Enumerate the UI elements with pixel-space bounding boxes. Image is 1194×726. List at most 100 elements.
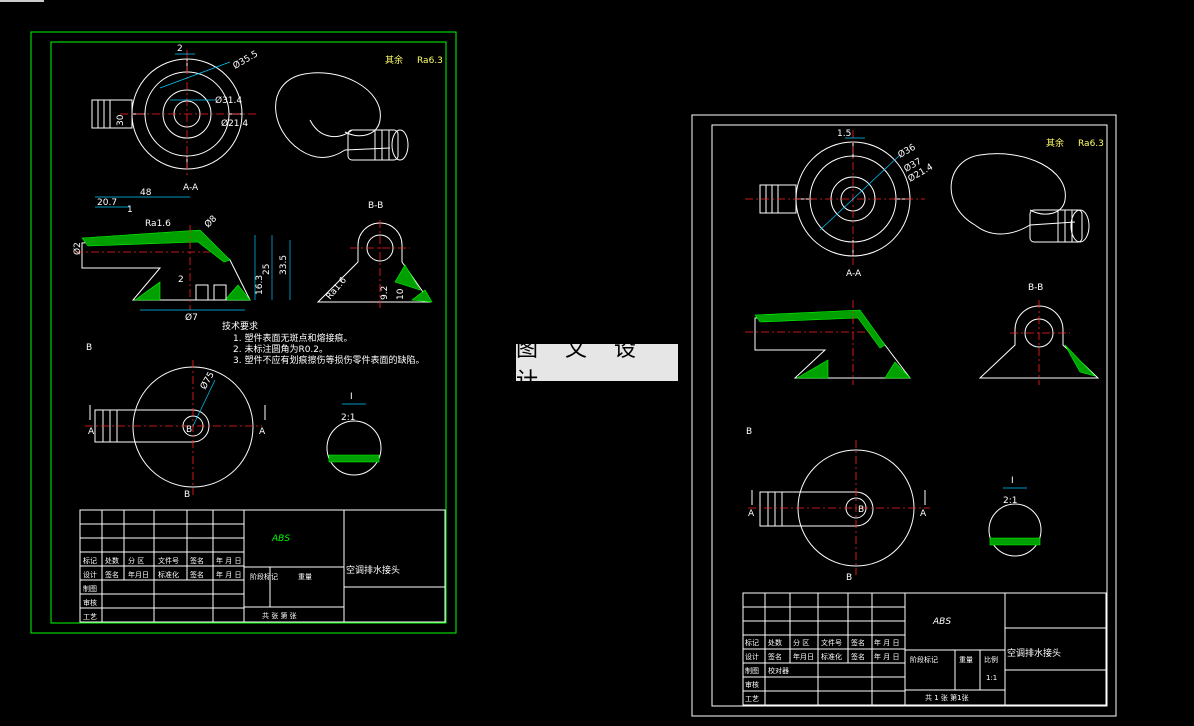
view-b-label-top-2: B: [746, 427, 752, 437]
svg-text:1: 1: [127, 205, 133, 215]
view-b-center-label-2: B: [858, 505, 864, 515]
svg-text:审核: 审核: [745, 680, 759, 689]
svg-text:48: 48: [140, 188, 152, 198]
svg-text:文件号: 文件号: [821, 638, 842, 647]
svg-text:年 月 日: 年 月 日: [216, 556, 241, 565]
sheet-1[interactable]: 其余 Ra6.3 2 Ø35.5 Ø31.4 30 Ø21.4: [30, 31, 457, 634]
section-aa-view[interactable]: 48 20.7 1 Ra1.6 Ø2 Ø8 2 25 33.5 16.3 Ø7: [72, 188, 291, 323]
svg-text:年 月 日: 年 月 日: [874, 652, 899, 661]
view-a-label-right-2: A: [920, 509, 927, 519]
section-bb-label: B-B: [368, 201, 383, 211]
svg-text:年 月 日: 年 月 日: [216, 570, 241, 579]
isometric-view[interactable]: [275, 72, 409, 161]
svg-text:签名: 签名: [851, 638, 865, 647]
svg-text:制图: 制图: [83, 584, 97, 593]
svg-text:9.2: 9.2: [380, 286, 390, 300]
svg-text:10: 10: [396, 288, 406, 300]
svg-text:2. 未标注圆角为R0.2。: 2. 未标注圆角为R0.2。: [233, 343, 328, 355]
svg-text:标准化: 标准化: [158, 570, 179, 579]
svg-text:Ra1.6: Ra1.6: [325, 275, 349, 301]
svg-text:共 张 第 张: 共 张 第 张: [262, 611, 297, 620]
svg-text:年 月 日: 年 月 日: [874, 638, 899, 647]
sheet-1-outer-frame: [30, 31, 457, 634]
svg-text:2: 2: [177, 44, 183, 54]
svg-text:技术要求: 技术要求: [222, 320, 258, 332]
svg-text:工艺: 工艺: [745, 695, 759, 703]
svg-text:ABS: ABS: [932, 617, 951, 627]
roughness-value: Ra6.3: [417, 56, 443, 66]
section-aa-view-2[interactable]: [745, 300, 912, 385]
svg-text:签名: 签名: [105, 570, 119, 579]
svg-text:签名: 签名: [768, 652, 782, 661]
svg-text:空调排水接头: 空调排水接头: [346, 564, 400, 576]
svg-text:1. 塑件表面无斑点和熔接痕。: 1. 塑件表面无斑点和熔接痕。: [233, 332, 352, 344]
roughness-label-2: 其余: [1046, 137, 1064, 149]
bottom-view-2[interactable]: [748, 440, 930, 575]
title-block-2: ABS 空调排水接头 标记 处数 分 区 文件号 签名 年 月 日 设计 签名 …: [742, 592, 1107, 706]
svg-text:审核: 审核: [83, 598, 97, 607]
view-a-label-left-2: A: [748, 509, 755, 519]
svg-text:I: I: [350, 392, 353, 402]
section-bb-view-2[interactable]: [978, 300, 1100, 385]
title-block-1: ABS 空调排水接头 标记 处数 分 区 文件号 签名 年 月 日 设计 签名 …: [79, 509, 446, 623]
sheet-2[interactable]: 其余 Ra6.3 1.5 Ø36 Ø37 Ø21.4 A-A: [691, 114, 1117, 717]
svg-text:阶段标记: 阶段标记: [250, 572, 278, 581]
svg-text:30: 30: [116, 114, 126, 126]
svg-text:2: 2: [178, 275, 184, 285]
svg-text:文件号: 文件号: [158, 556, 179, 565]
svg-text:Ø2: Ø2: [72, 242, 83, 255]
technical-requirements: 技术要求 1. 塑件表面无斑点和熔接痕。 2. 未标注圆角为R0.2。 3. 塑…: [222, 320, 424, 366]
section-aa-label-2: A-A: [846, 269, 862, 279]
svg-text:1.5: 1.5: [837, 129, 851, 139]
svg-text:2:1: 2:1: [341, 413, 355, 423]
detail-i[interactable]: I 2:1: [326, 392, 382, 476]
top-view-2[interactable]: 1.5 Ø36 Ø37 Ø21.4: [745, 129, 935, 265]
svg-text:校对器: 校对器: [768, 666, 789, 675]
svg-text:标记: 标记: [83, 556, 97, 565]
svg-text:设计: 设计: [83, 570, 97, 579]
svg-text:签名: 签名: [190, 570, 204, 579]
section-aa-label: A-A: [183, 183, 199, 193]
svg-text:处数: 处数: [105, 556, 119, 565]
svg-text:Ø21.4: Ø21.4: [221, 118, 248, 129]
view-b-label-bottom: B: [184, 490, 190, 500]
svg-text:2:1: 2:1: [1003, 496, 1017, 506]
svg-text:阶段标记: 阶段标记: [910, 655, 938, 664]
svg-text:3. 塑件不应有划痕擦伤等损伤零件表面的缺陷。: 3. 塑件不应有划痕擦伤等损伤零件表面的缺陷。: [233, 354, 424, 366]
svg-text:分 区: 分 区: [128, 556, 144, 565]
watermark-label: 图 文 设 计: [516, 337, 678, 394]
view-b-label-top: B: [86, 343, 92, 353]
svg-text:Ra1.6: Ra1.6: [145, 219, 171, 229]
svg-text:Ø7: Ø7: [185, 312, 198, 323]
sheet-1-inner-frame: [50, 41, 447, 624]
svg-text:共 1 张 第1张: 共 1 张 第1张: [925, 693, 969, 702]
view-a-label-left: A: [88, 427, 95, 437]
svg-text:16.3: 16.3: [255, 275, 265, 295]
svg-text:标记: 标记: [745, 638, 759, 647]
isometric-view-2[interactable]: [950, 153, 1090, 243]
svg-text:设计: 设计: [745, 652, 759, 661]
svg-text:Ø35.5: Ø35.5: [231, 49, 260, 72]
top-view[interactable]: 2 Ø35.5 Ø31.4 30 Ø21.4: [91, 44, 260, 178]
svg-text:分 区: 分 区: [793, 638, 809, 647]
sheet-2-outer-frame: [691, 114, 1117, 717]
bottom-view[interactable]: Ø75: [85, 360, 266, 495]
svg-text:空调排水接头: 空调排水接头: [1007, 647, 1061, 659]
svg-text:标准化: 标准化: [821, 652, 842, 661]
section-bb-view[interactable]: Ra1.6 9.2 10: [316, 220, 433, 310]
svg-text:年月日: 年月日: [128, 570, 149, 579]
view-b-label-bottom-2: B: [846, 573, 852, 583]
svg-text:I: I: [1011, 476, 1014, 486]
svg-text:重量: 重量: [298, 573, 312, 581]
svg-text:处数: 处数: [768, 638, 782, 647]
svg-text:签名: 签名: [851, 652, 865, 661]
view-b-center-label: B: [186, 425, 192, 435]
svg-text:Ø36: Ø36: [896, 142, 918, 161]
viewport-corner-mark: [0, 0, 44, 2]
section-bb-label-2: B-B: [1028, 283, 1043, 293]
svg-text:制图: 制图: [745, 666, 759, 675]
detail-i-2[interactable]: I 2:1: [988, 476, 1042, 557]
svg-text:重量: 重量: [959, 656, 973, 664]
svg-text:签名: 签名: [190, 556, 204, 565]
